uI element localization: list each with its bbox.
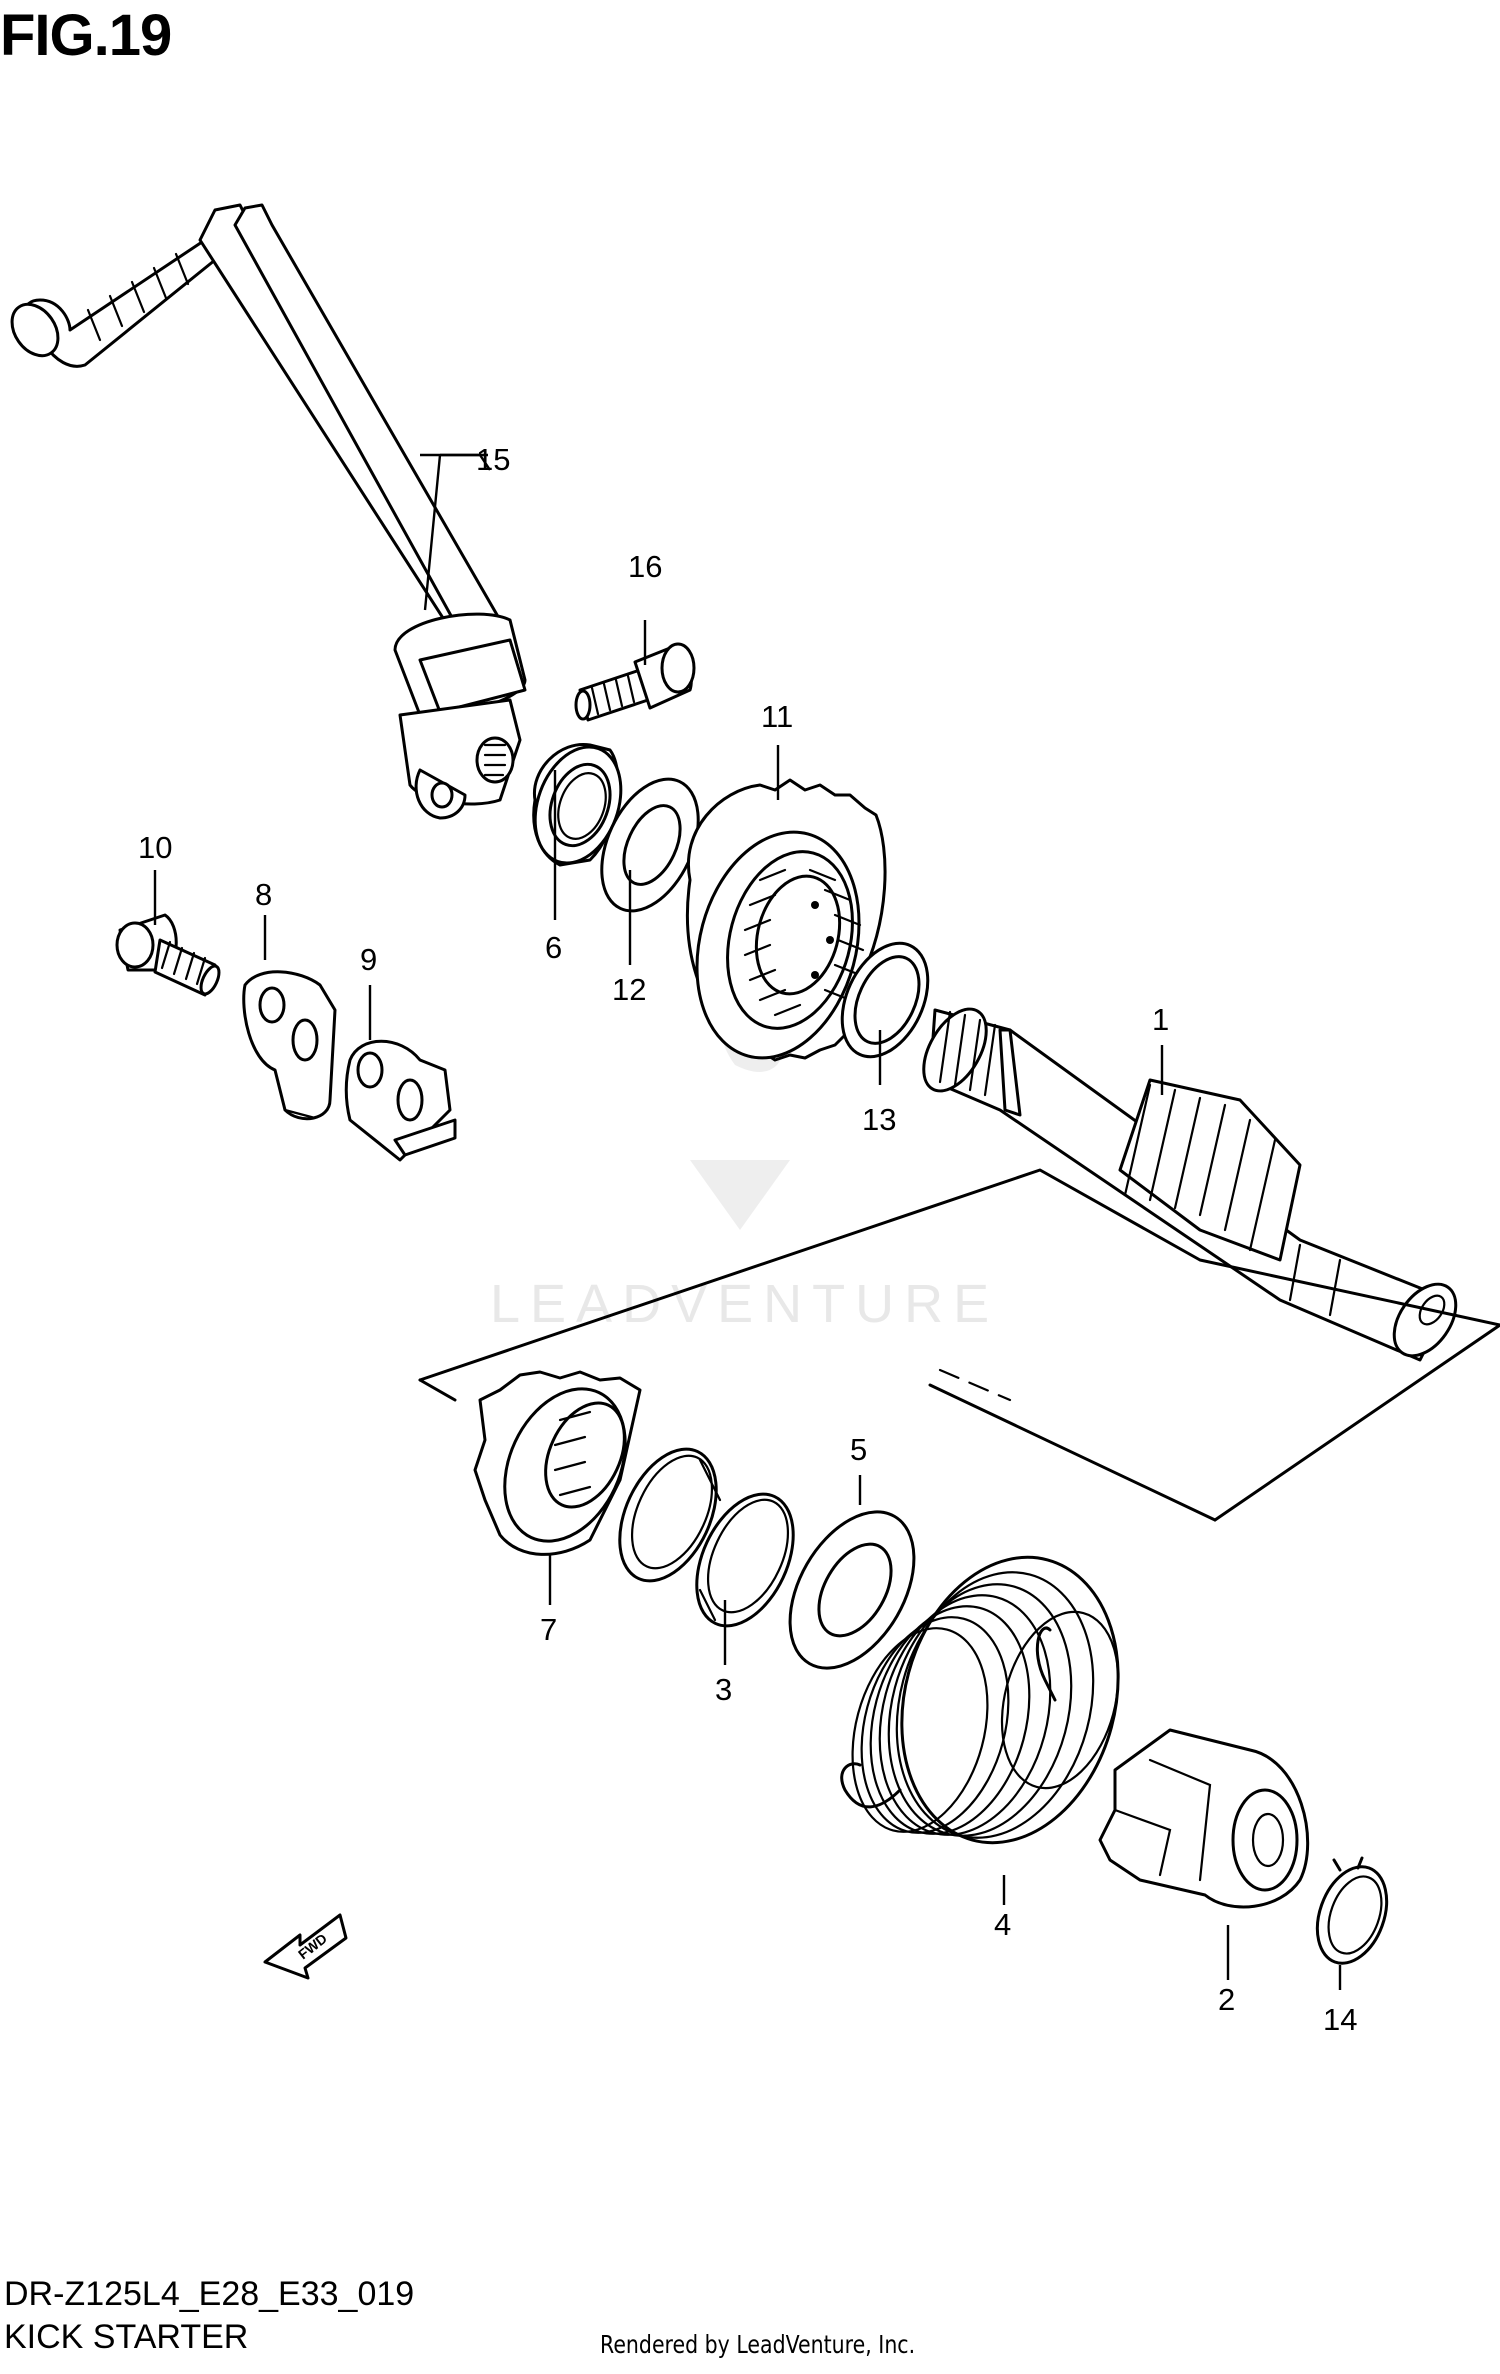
watermark-text: LEADVENTURE xyxy=(490,1274,999,1334)
callout-1: 1 xyxy=(1152,1002,1169,1037)
washer-5-part xyxy=(788,1510,916,1670)
callout-12: 12 xyxy=(612,972,646,1007)
washer-13-part xyxy=(840,941,930,1059)
stopper-8-part xyxy=(242,970,337,1121)
bolt-10-part xyxy=(115,913,221,997)
figure-title: FIG.19 xyxy=(0,3,172,68)
diagram-name: KICK STARTER xyxy=(4,2318,249,2356)
callout-4: 4 xyxy=(994,1907,1011,1942)
return-spring-4-part xyxy=(840,1555,1120,1845)
spring-3-part xyxy=(618,1447,795,1628)
callout-15: 15 xyxy=(476,442,510,477)
callout-7: 7 xyxy=(540,1612,557,1647)
gear-pin-icon xyxy=(811,971,819,979)
kick-lever-part xyxy=(10,203,527,820)
callout-labels: 1 2 3 4 5 6 7 8 9 10 11 12 13 14 15 16 xyxy=(138,442,1357,2037)
gear-pin-icon xyxy=(811,901,819,909)
callout-10: 10 xyxy=(138,830,172,865)
callout-13: 13 xyxy=(862,1102,896,1137)
gear-pin-icon xyxy=(826,936,834,944)
callout-2: 2 xyxy=(1218,1982,1235,2017)
bolt-16-part xyxy=(574,642,696,722)
callout-3: 3 xyxy=(715,1672,732,1707)
kick-gear-11-part xyxy=(686,778,887,1062)
rendered-by-credit: Rendered by LeadVenture, Inc. xyxy=(600,2330,916,2359)
watermark-v-icon xyxy=(690,1160,790,1230)
diagram-code: DR-Z125L4_E28_E33_019 xyxy=(4,2275,415,2313)
callout-8: 8 xyxy=(255,877,272,912)
callout-9: 9 xyxy=(360,942,377,977)
leader-lines xyxy=(153,453,1342,1990)
callout-16: 16 xyxy=(628,549,662,584)
kick-shaft-1-part xyxy=(922,1007,1458,1362)
assembly-outline xyxy=(418,1168,1500,1522)
fwd-arrow-icon: FWD xyxy=(263,1913,348,1980)
guide-2-part xyxy=(1098,1728,1310,1909)
stopper-9-part xyxy=(344,1039,457,1162)
callout-5: 5 xyxy=(850,1432,867,1467)
ratchet-7-part xyxy=(473,1370,642,1556)
circlip-14-part xyxy=(1315,1856,1389,1965)
callout-11: 11 xyxy=(761,699,793,734)
callout-6: 6 xyxy=(545,930,562,965)
callout-14: 14 xyxy=(1323,2002,1357,2037)
